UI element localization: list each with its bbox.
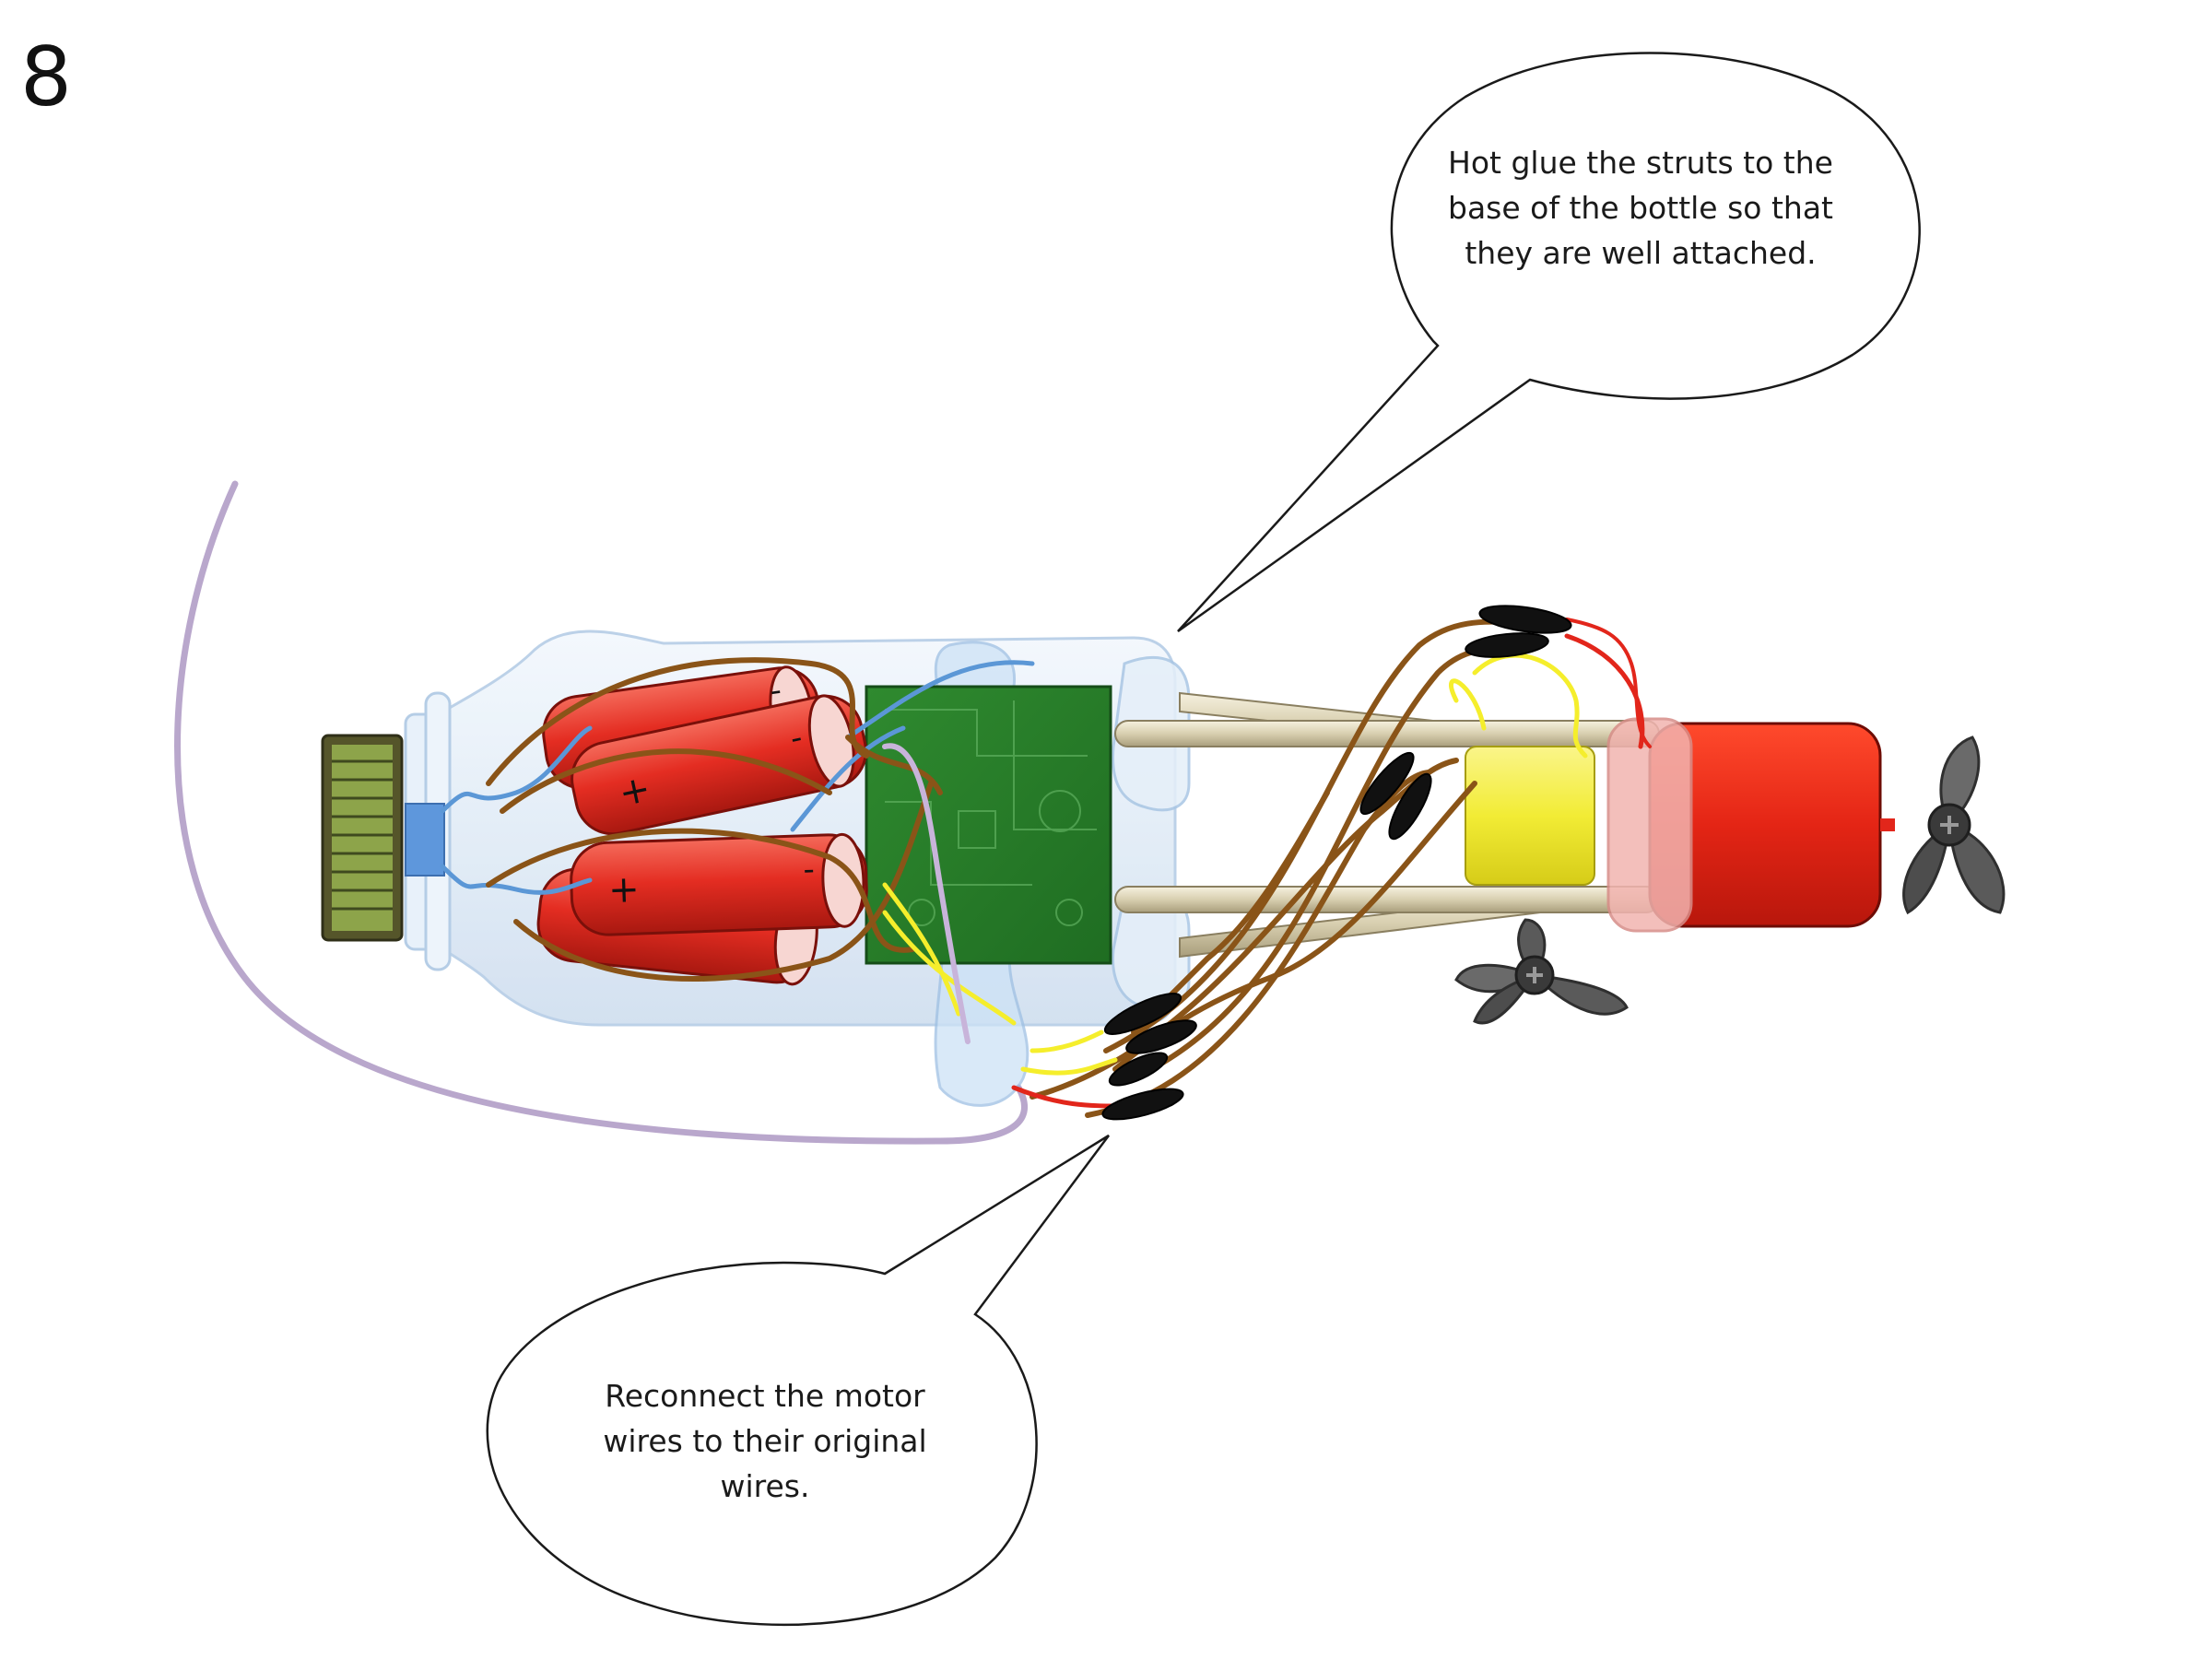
connector bbox=[1108, 1052, 1169, 1087]
connector bbox=[1478, 605, 1572, 634]
motor-capacitor bbox=[1465, 746, 1595, 886]
connector bbox=[1103, 993, 1182, 1035]
callout-top-text: Hot glue the struts to the base of the b… bbox=[1448, 145, 1833, 271]
callout-top-bubble bbox=[1177, 52, 1921, 633]
motor bbox=[1465, 717, 1895, 933]
propeller-side bbox=[1454, 918, 1629, 1025]
step-number: 8 bbox=[20, 29, 72, 124]
battery-plus-mark: + bbox=[607, 868, 640, 912]
connector bbox=[1465, 632, 1549, 658]
connector bbox=[1388, 772, 1432, 841]
motor-mount-glue bbox=[1606, 717, 1693, 933]
strut bbox=[1114, 886, 1660, 913]
propeller-rear bbox=[1902, 735, 2006, 915]
battery-bottom-front: + - bbox=[570, 832, 868, 936]
connector bbox=[1359, 751, 1415, 816]
connector bbox=[1101, 1088, 1184, 1121]
battery-minus-mark: - bbox=[768, 672, 784, 710]
battery-top-front: + - bbox=[571, 694, 867, 836]
wire-connectors bbox=[1101, 605, 1572, 1121]
switch-block bbox=[405, 803, 445, 877]
callout-bottom-text: Reconnect the motor wires to their origi… bbox=[603, 1378, 927, 1504]
callout-bottom-bubble bbox=[486, 1134, 1111, 1627]
bottle-cap bbox=[321, 734, 404, 942]
battery-minus-mark: - bbox=[803, 851, 816, 888]
battery-wires bbox=[440, 657, 1035, 1044]
tether-cable bbox=[174, 480, 1029, 1145]
connector bbox=[1125, 1019, 1197, 1054]
